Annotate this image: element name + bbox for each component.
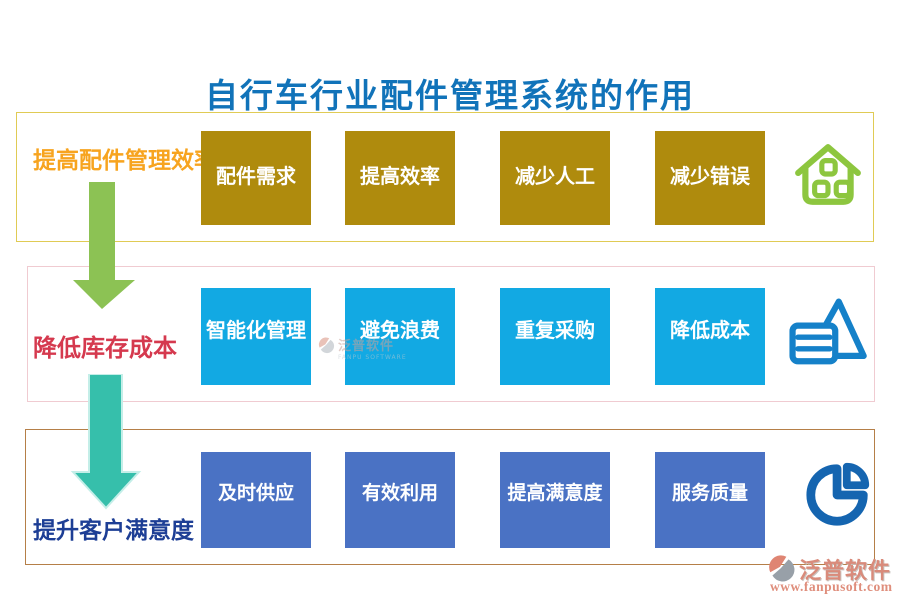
row1-box-3: 减少人工 <box>500 131 610 225</box>
brand-name: 泛普软件 <box>799 559 892 584</box>
row3-box-2-label: 有效利用 <box>361 482 438 504</box>
row2-box-2: 避免浪费 <box>345 288 455 385</box>
row2-label: 降低库存成本 <box>33 334 177 362</box>
row1-box-2: 提高效率 <box>345 131 455 225</box>
down-arrow-2 <box>70 374 142 510</box>
row3-box-1: 及时供应 <box>201 452 311 548</box>
row2-box-1-label: 智能化管理 <box>206 318 306 342</box>
row3-box-3: 提高满意度 <box>500 452 610 548</box>
row2-box-1: 智能化管理 <box>201 288 311 385</box>
row3-box-1-label: 及时供应 <box>217 482 294 504</box>
pyramid-list-icon <box>789 298 867 365</box>
page-title: 自行车行业配件管理系统的作用 <box>205 76 695 115</box>
row1-box-1-label: 配件需求 <box>216 164 296 188</box>
row1-box-4-label: 减少错误 <box>670 164 750 188</box>
row1-box-4: 减少错误 <box>655 131 765 225</box>
down-arrow-1 <box>73 182 135 309</box>
row3-box-2: 有效利用 <box>345 452 455 548</box>
row2-box-3-label: 重复采购 <box>515 318 595 342</box>
pie-chart-icon <box>806 462 870 526</box>
row3-box-4: 服务质量 <box>655 452 765 548</box>
row1-box-3-label: 减少人工 <box>515 164 595 188</box>
row2-box-4: 降低成本 <box>655 288 765 385</box>
row3-label: 提升客户满意度 <box>33 518 194 544</box>
fanpu-logo-icon <box>769 555 795 582</box>
row3-box-4-label: 服务质量 <box>671 482 748 504</box>
row1-box-1: 配件需求 <box>201 131 311 225</box>
row2-box-4-label: 降低成本 <box>670 318 750 342</box>
row1-box-2-label: 提高效率 <box>360 164 440 188</box>
brand-url: www.fanpusoft.com <box>770 579 893 594</box>
row1-label: 提高配件管理效率 <box>33 148 217 174</box>
home-icon <box>795 144 861 205</box>
row3-box-3-label: 提高满意度 <box>507 482 603 504</box>
row2-box-2-label: 避免浪费 <box>360 318 440 342</box>
row2-box-3: 重复采购 <box>500 288 610 385</box>
